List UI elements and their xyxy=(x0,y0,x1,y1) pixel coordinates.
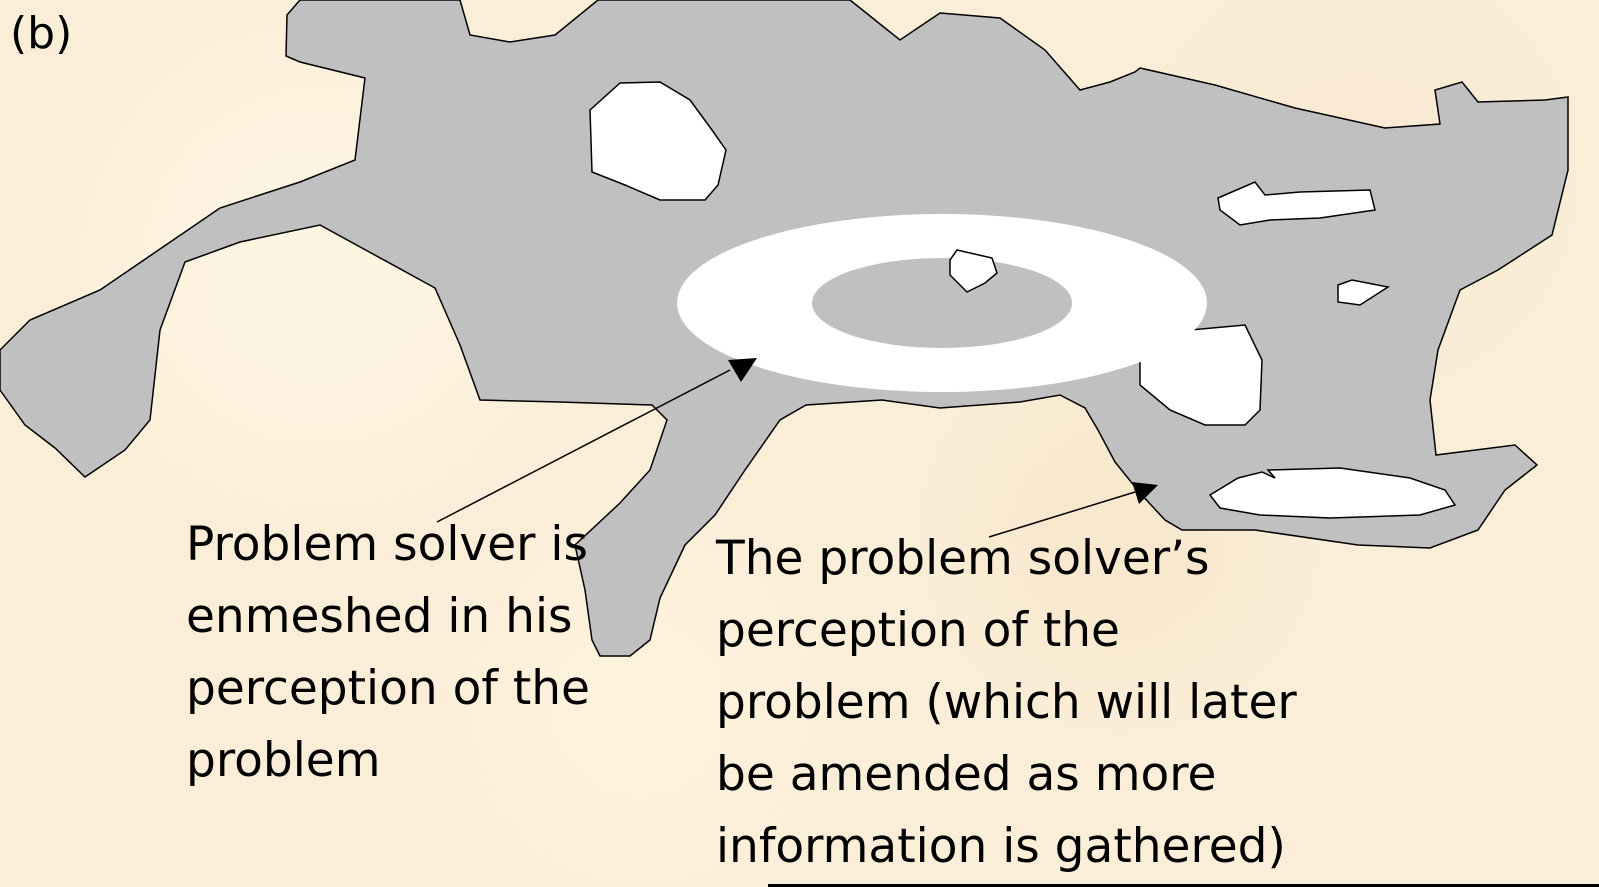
panel-label: (b) xyxy=(10,6,72,62)
enmeshed-annotation: Problem solver is enmeshed in his percep… xyxy=(186,509,656,797)
perception-annotation: The problem solver’s perception of the p… xyxy=(716,523,1356,883)
perception-ring-core xyxy=(812,258,1072,348)
